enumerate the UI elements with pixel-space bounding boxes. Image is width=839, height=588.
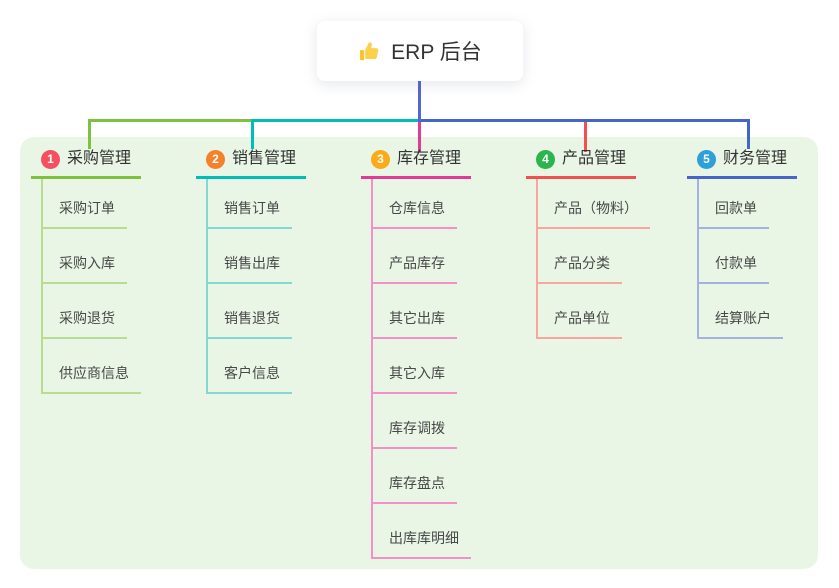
child-label: 产品分类 (554, 255, 610, 271)
branch-label: 销售管理 (232, 150, 297, 167)
thumbs-up-icon (360, 41, 379, 60)
child-label: 采购订单 (59, 200, 115, 216)
branch-node[interactable]: 5 财务管理 (687, 148, 798, 179)
child-label: 供应商信息 (59, 365, 129, 381)
branch-index-badge: 5 (697, 149, 716, 169)
child-node[interactable]: 供应商信息 (43, 339, 141, 394)
child-label: 产品库存 (389, 255, 445, 271)
branch-children: 仓库信息产品库存其它出库其它入库库存调拨库存盘点出库库明细 (371, 179, 471, 559)
child-label: 结算账户 (715, 310, 771, 326)
child-node[interactable]: 销售退货 (208, 284, 292, 339)
branch-label: 库存管理 (397, 150, 462, 167)
branch-label: 财务管理 (723, 150, 788, 167)
child-label: 采购入库 (59, 255, 115, 271)
child-label: 仓库信息 (389, 200, 445, 216)
child-node[interactable]: 其它出库 (373, 284, 457, 339)
child-label: 产品单位 (554, 310, 610, 326)
root-node[interactable]: ERP 后台 (317, 21, 523, 81)
child-node[interactable]: 库存盘点 (373, 449, 457, 504)
branch-node[interactable]: 4 产品管理 (526, 148, 637, 179)
child-label: 销售订单 (224, 200, 280, 216)
branch-children: 采购订单采购入库采购退货供应商信息 (41, 179, 141, 394)
child-node[interactable]: 结算账户 (699, 284, 783, 339)
child-label: 库存调拨 (389, 420, 445, 436)
child-node[interactable]: 仓库信息 (373, 179, 457, 229)
branch: 4 产品管理 产品（物料） 产品分类产品单位 (526, 148, 650, 339)
child-label: 销售退货 (224, 310, 280, 326)
branch-node[interactable]: 3 库存管理 (361, 148, 472, 179)
child-node[interactable]: 产品库存 (373, 229, 457, 284)
child-node[interactable]: 客户信息 (208, 339, 292, 394)
child-node[interactable]: 销售出库 (208, 229, 292, 284)
child-node[interactable]: 采购订单 (43, 179, 127, 229)
branch: 5 财务管理 回款单付款单结算账户 (687, 148, 798, 339)
child-label: 库存盘点 (389, 475, 445, 491)
child-node[interactable]: 出库库明细 (373, 504, 471, 559)
branch-node[interactable]: 1 采购管理 (31, 148, 142, 179)
branch-label: 采购管理 (67, 150, 132, 167)
child-node[interactable]: 采购退货 (43, 284, 127, 339)
child-node[interactable]: 产品分类 (538, 229, 622, 284)
branch-children: 回款单付款单结算账户 (697, 179, 783, 339)
child-label: 产品（物料） (554, 200, 638, 216)
branch-index-badge: 4 (536, 149, 555, 169)
child-node[interactable]: 产品单位 (538, 284, 622, 339)
child-node[interactable]: 库存调拨 (373, 394, 457, 449)
branch-node[interactable]: 2 销售管理 (196, 148, 307, 179)
child-node[interactable]: 付款单 (699, 229, 769, 284)
child-label: 其它入库 (389, 365, 445, 381)
child-label: 付款单 (715, 255, 757, 271)
branch-children: 销售订单销售出库销售退货客户信息 (206, 179, 292, 394)
child-node[interactable]: 产品（物料） (538, 179, 650, 229)
branch-index-badge: 1 (41, 149, 60, 169)
child-node[interactable]: 销售订单 (208, 179, 292, 229)
child-node[interactable]: 采购入库 (43, 229, 127, 284)
child-node[interactable]: 其它入库 (373, 339, 457, 394)
child-node[interactable]: 回款单 (699, 179, 769, 229)
child-label: 出库库明细 (389, 530, 459, 546)
root-title: ERP 后台 (391, 41, 482, 64)
child-label: 销售出库 (224, 255, 280, 271)
branch: 3 库存管理 仓库信息产品库存其它出库其它入库库存调拨库存盘点出库库明细 (361, 148, 472, 559)
branch-index-badge: 2 (206, 149, 225, 169)
child-label: 回款单 (715, 200, 757, 216)
child-label: 采购退货 (59, 310, 115, 326)
child-label: 其它出库 (389, 310, 445, 326)
branch-children: 产品（物料） 产品分类产品单位 (536, 179, 650, 339)
branch-label: 产品管理 (562, 150, 627, 167)
branch-index-badge: 3 (371, 149, 390, 169)
mindmap-panel (20, 137, 818, 569)
branch: 2 销售管理 销售订单销售出库销售退货客户信息 (196, 148, 307, 394)
child-label: 客户信息 (224, 365, 280, 381)
branch: 1 采购管理 采购订单采购入库采购退货供应商信息 (31, 148, 142, 394)
